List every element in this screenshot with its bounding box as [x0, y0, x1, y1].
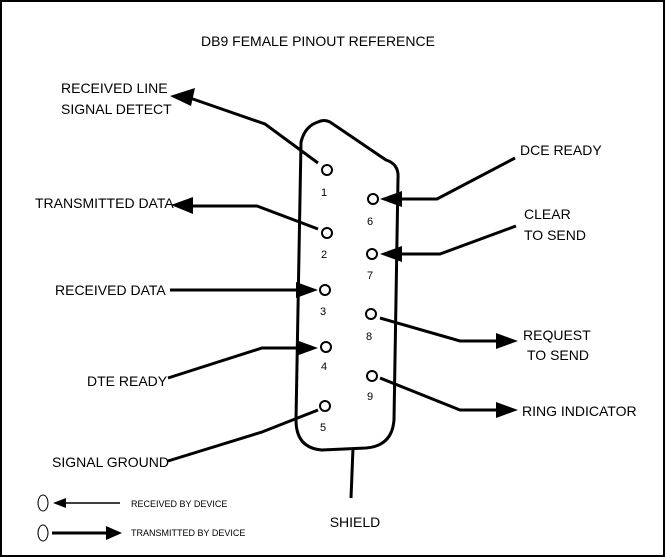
pin-4-label: DTE READY [87, 373, 168, 389]
pin-7-label-line-2: TO SEND [524, 227, 586, 243]
pin-6-contact [368, 194, 378, 204]
legend-transmitted-label: TRANSMITTED BY DEVICE [131, 528, 245, 538]
pin-1-label-line-1: RECEIVED LINE [61, 80, 168, 96]
arrow-right-icon [296, 282, 318, 298]
shield-label: SHIELD [330, 514, 381, 530]
pin-3-number: 3 [320, 306, 326, 318]
wire-pin-6 [380, 158, 515, 207]
pin-5-label: SIGNAL GROUND [52, 454, 169, 470]
pin-1: 1 [321, 165, 332, 199]
pin-7-number: 7 [367, 270, 373, 282]
pin-4-number: 4 [321, 361, 327, 373]
pin-2-label: TRANSMITTED DATA [35, 195, 174, 211]
shield-line [351, 448, 353, 498]
wire-pin-3 [170, 282, 318, 298]
pin-7: 7 [367, 249, 377, 282]
pin-8: 8 [366, 309, 376, 343]
legend-contact-icon [38, 495, 48, 511]
pin-5-number: 5 [320, 422, 326, 434]
pin-4: 4 [321, 342, 331, 373]
diagram-title: DB9 FEMALE PINOUT REFERENCE [201, 33, 435, 49]
pin-9: 9 [367, 371, 377, 403]
pin-6-number: 6 [367, 216, 373, 228]
pin-8-number: 8 [366, 331, 372, 343]
pin-9-label: RING INDICATOR [522, 403, 637, 419]
wire-pin-1 [170, 88, 318, 163]
arrow-left-icon [171, 197, 193, 214]
pin-5-contact [320, 401, 330, 411]
wire-pin-8 [380, 318, 518, 349]
pin-5: 5 [320, 401, 330, 434]
legend-transmitted: TRANSMITTED BY DEVICE [38, 525, 245, 541]
arrow-right-icon [106, 526, 122, 540]
pin-1-number: 1 [321, 187, 327, 199]
pin-8-label-line-1: REQUEST [523, 327, 591, 343]
pin-9-contact [367, 371, 377, 381]
pin-9-number: 9 [367, 391, 373, 403]
pin-2-number: 2 [321, 249, 327, 261]
pin-6-label: DCE READY [520, 142, 602, 158]
pin-2-contact [322, 228, 332, 238]
pin-3: 3 [320, 285, 330, 318]
arrow-right-icon [296, 340, 318, 356]
arrow-left-icon [380, 191, 402, 207]
pin-8-label-line-2: TO SEND [527, 347, 589, 363]
legend-received: RECEIVED BY DEVICE [38, 495, 227, 511]
pin-1-contact [322, 165, 332, 175]
arrow-left-icon [53, 498, 66, 508]
pin-6: 6 [367, 194, 378, 228]
wire-pin-5 [168, 410, 318, 461]
arrow-right-icon [496, 402, 518, 418]
pin-3-label: RECEIVED DATA [55, 282, 166, 298]
pin-3-contact [320, 285, 330, 295]
pin-7-contact [367, 249, 377, 259]
arrow-left-icon [170, 88, 195, 106]
legend-received-label: RECEIVED BY DEVICE [131, 499, 227, 509]
pin-7-label-line-1: CLEAR [524, 206, 571, 222]
wire-pin-9 [380, 378, 518, 418]
connector-shell [296, 121, 398, 451]
wire-pin-2 [171, 197, 318, 229]
pin-8-contact [366, 309, 376, 319]
pin-4-contact [321, 342, 331, 352]
arrow-left-icon [380, 246, 402, 262]
pin-1-label-line-2: SIGNAL DETECT [61, 101, 172, 117]
arrow-right-icon [496, 333, 518, 349]
legend-contact-icon [38, 525, 48, 541]
wire-pin-7 [380, 226, 516, 262]
pin-2: 2 [321, 228, 332, 261]
